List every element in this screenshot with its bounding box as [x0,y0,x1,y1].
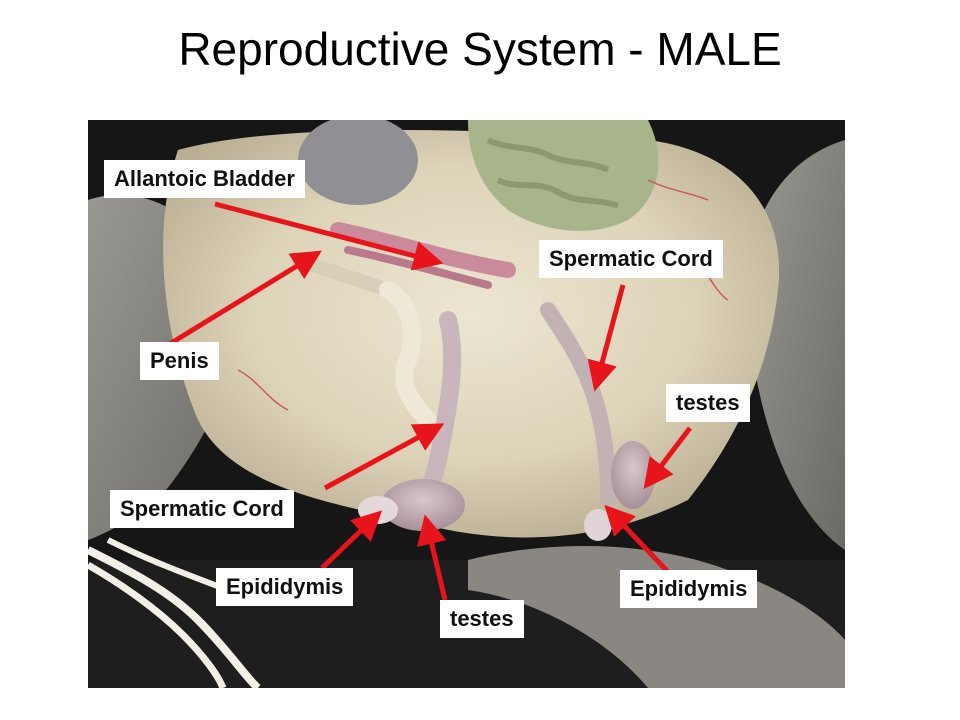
label-testes-bottom: testes [440,600,524,638]
arrow-testes-bottom [417,514,448,601]
label-penis: Penis [140,342,219,380]
arrow-spermatic-cord-left [323,423,445,491]
arrow-spermatic-cord-right [587,284,626,392]
arrow-penis [166,250,322,348]
arrow-testes-right [643,426,692,490]
slide-title: Reproductive System - MALE [178,23,782,75]
label-spermatic-cord-left: Spermatic Cord [110,490,294,528]
arrow-epididymis-left [320,510,383,570]
label-epididymis-left: Epididymis [216,568,354,606]
label-epididymis-right: Epididymis [620,570,758,608]
label-testes-right: testes [666,384,750,422]
label-spermatic-cord-right: Spermatic Cord [539,240,723,278]
arrow-allantoic-bladder [214,201,444,271]
arrow-epididymis-right [604,504,670,574]
label-allantoic-bladder: Allantoic Bladder [104,160,305,198]
